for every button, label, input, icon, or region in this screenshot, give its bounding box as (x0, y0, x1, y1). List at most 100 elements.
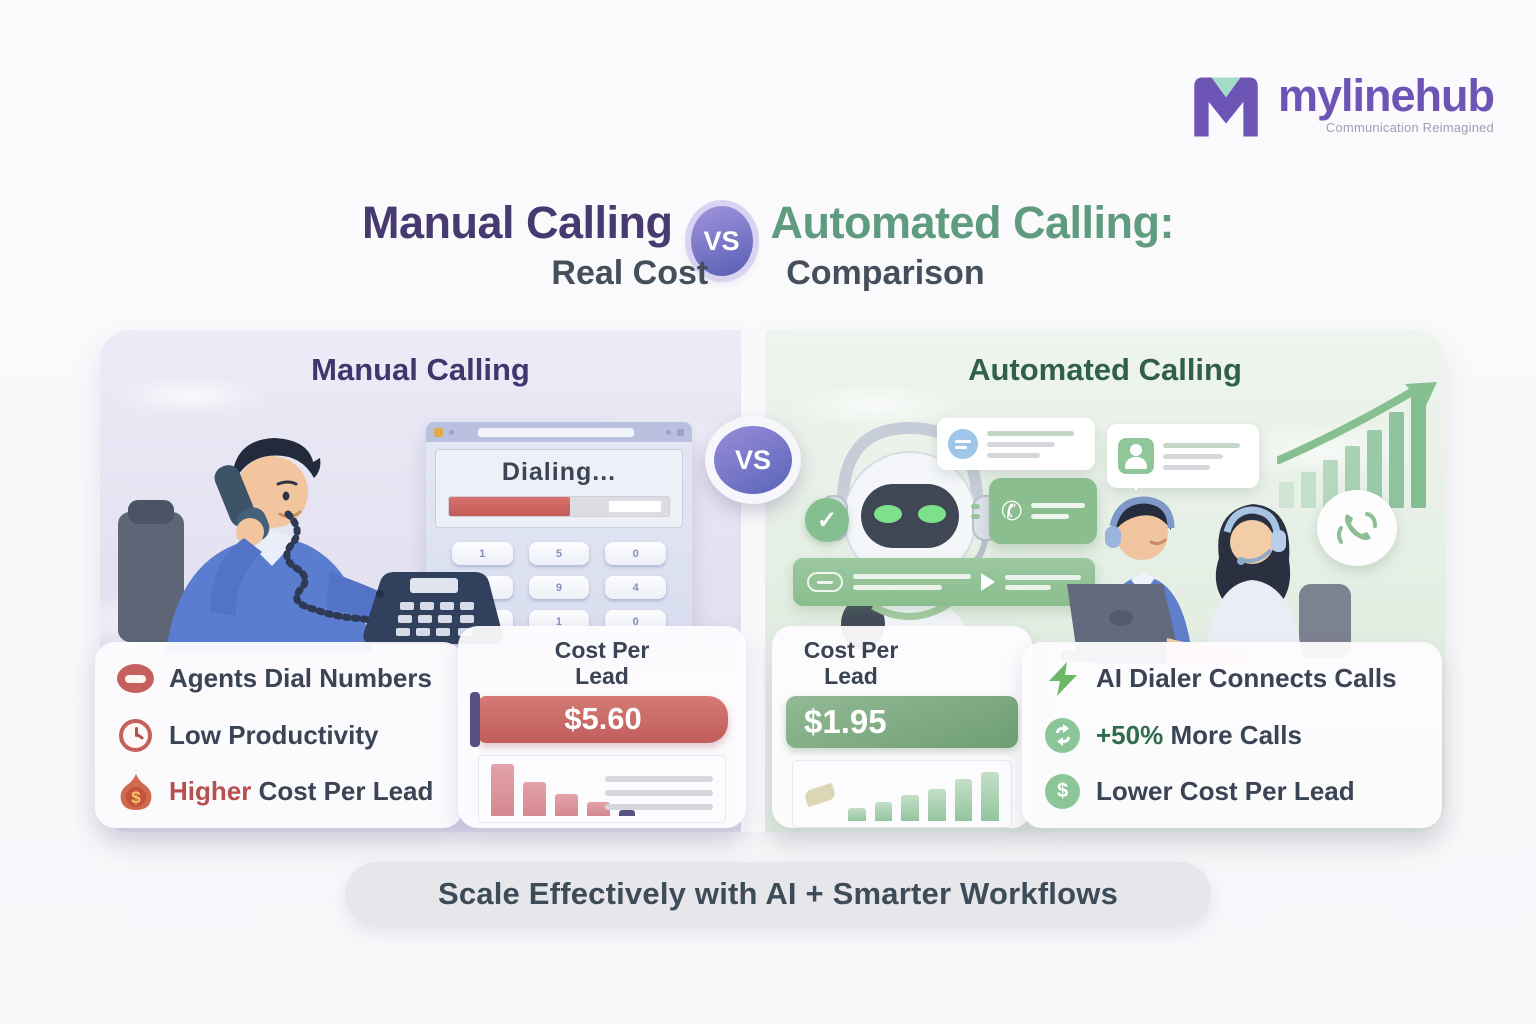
mini-chart-bar (619, 810, 635, 816)
svg-text:$: $ (131, 788, 141, 807)
list-item: $ Higher Cost Per Lead (117, 773, 441, 810)
subtitle-real-cost: Real Cost (551, 254, 709, 292)
mini-chart-bar (587, 802, 610, 816)
browser-top-bar (426, 422, 692, 442)
list-item: Low Productivity (117, 717, 441, 754)
subtitle-comparison: Comparison (786, 254, 985, 292)
window-dot-icon (666, 429, 671, 435)
phone-cord (283, 510, 406, 630)
chat-text-lines (1163, 442, 1248, 470)
bullet-text: Higher Cost Per Lead (169, 776, 434, 806)
clock-icon (119, 718, 152, 752)
mini-chart-bar (555, 793, 578, 816)
mini-chart-bar (954, 779, 973, 821)
check-circle-icon: ✓ (805, 498, 849, 542)
refresh-dollar-icon (1045, 717, 1080, 753)
mini-chart-bar (848, 807, 866, 821)
rising-mini-chart (792, 759, 1012, 828)
footer-banner: Scale Effectively with AI + Smarter Work… (345, 862, 1211, 926)
mini-chart-bar (874, 802, 893, 821)
auto-dialer-bar (793, 558, 1095, 606)
auto-cost-value: $1.95 (804, 702, 887, 740)
contact-person-icon (1118, 438, 1154, 474)
mini-chart-bar (981, 771, 1000, 821)
keypad-key: 9 (528, 576, 590, 599)
voice-message-icon (948, 429, 978, 459)
keypad-key: 5 (528, 542, 590, 565)
chat-bubble-contact (1107, 424, 1259, 491)
main-title: Manual Calling VS Automated Calling: (0, 188, 1536, 276)
list-item: AI Dialer Connects Calls (1044, 660, 1420, 697)
brand-name: mylinehub (1277, 70, 1495, 121)
auto-features-card: AI Dialer Connects Calls +50% More Calls… (1022, 642, 1442, 828)
title-vs-badge: VS (690, 206, 753, 276)
subtitle: Real Cost Comparison (0, 254, 1536, 293)
dialing-progress-bar (448, 496, 670, 517)
phone-refresh-icon (1337, 512, 1377, 544)
call-redial-bubble (1317, 490, 1397, 566)
phone-receiver-icon (117, 664, 154, 693)
auto-cost-value-bar: $1.95 (786, 695, 1018, 748)
mylinehub-logo-icon (1194, 77, 1258, 137)
dialing-monitor: Dialing... 150-94·10 (426, 422, 692, 640)
manual-cost-card: Cost Per Lead $5.60 (458, 626, 746, 828)
cursor-doodle (803, 782, 837, 807)
address-bar (478, 427, 634, 437)
brand-tagline: Communication Reimagined (1325, 120, 1494, 135)
mini-chart-bar (928, 789, 946, 821)
chat-text-lines (987, 430, 1084, 458)
footer-banner-text: Scale Effectively with AI + Smarter Work… (437, 876, 1119, 911)
auto-cost-card: Cost Per Lead $1.95 (772, 626, 1032, 828)
brand-logo: mylinehub Communication Reimagined (1182, 70, 1495, 138)
bullet-text: AI Dialer Connects Calls (1096, 663, 1397, 693)
play-icon (981, 573, 995, 591)
bullet-text: +50% More Calls (1096, 719, 1302, 750)
window-icon (434, 427, 443, 437)
keypad-key: 4 (605, 576, 666, 599)
list-item: $ Lower Cost Per Lead (1044, 773, 1420, 810)
bullet-text: Low Productivity (169, 719, 379, 750)
progress-button (608, 500, 662, 513)
list-item: +50% More Calls (1044, 717, 1420, 754)
dollar-circle-icon: $ (1045, 774, 1080, 809)
window-dot-icon (449, 429, 454, 435)
chart-placeholder-lines (605, 775, 713, 810)
cost-per-lead-label: Cost Per Lead (554, 637, 650, 689)
call-text-lines (1030, 503, 1085, 519)
keypad-key: 1 (452, 542, 513, 565)
mini-chart-bar (491, 764, 514, 816)
typing-dots (971, 504, 980, 519)
growth-chart-illustration (1277, 382, 1437, 508)
vs-label: VS (714, 426, 792, 494)
manual-cost-value: $5.60 (564, 701, 642, 736)
list-item: Agents Dial Numbers (117, 660, 441, 697)
queue-lines (1005, 574, 1081, 590)
phone-call-bubble: ✆ (971, 478, 1097, 544)
phone-icon: ✆ (998, 494, 1025, 527)
window-menu-icon (677, 428, 684, 436)
voicemail-pill-icon (807, 572, 843, 592)
bolt-icon (1048, 661, 1077, 696)
chat-bubble-voice (937, 418, 1095, 470)
manual-panel-header: Manual Calling (311, 352, 530, 387)
dialer-text-lines (853, 574, 971, 590)
mini-chart-bar (523, 782, 546, 816)
man-on-phone-illustration (118, 438, 427, 652)
dialing-screen: Dialing... (435, 449, 683, 528)
automated-calling-panel: Automated Calling ✓ (765, 330, 1445, 832)
manual-cost-value-bar: $5.60 (470, 691, 728, 747)
manual-features-card: Agents Dial Numbers Low Productivity $ H… (95, 642, 463, 828)
cost-per-lead-label: Cost Per Lead (803, 637, 899, 689)
bullet-text: Lower Cost Per Lead (1096, 776, 1355, 806)
keypad-key: 0 (605, 542, 666, 565)
dialing-status-text: Dialing... (501, 458, 617, 486)
mini-chart-bar (901, 794, 920, 821)
desk-phone-illustration (363, 572, 503, 644)
flame-dollar-icon: $ (120, 773, 151, 810)
title-manual-calling: Manual Calling (361, 197, 673, 248)
progress-fill (449, 497, 570, 516)
bullet-text: Agents Dial Numbers (169, 663, 432, 693)
auto-panel-header: Automated Calling (968, 352, 1242, 387)
center-vs-badge: VS (705, 416, 801, 504)
